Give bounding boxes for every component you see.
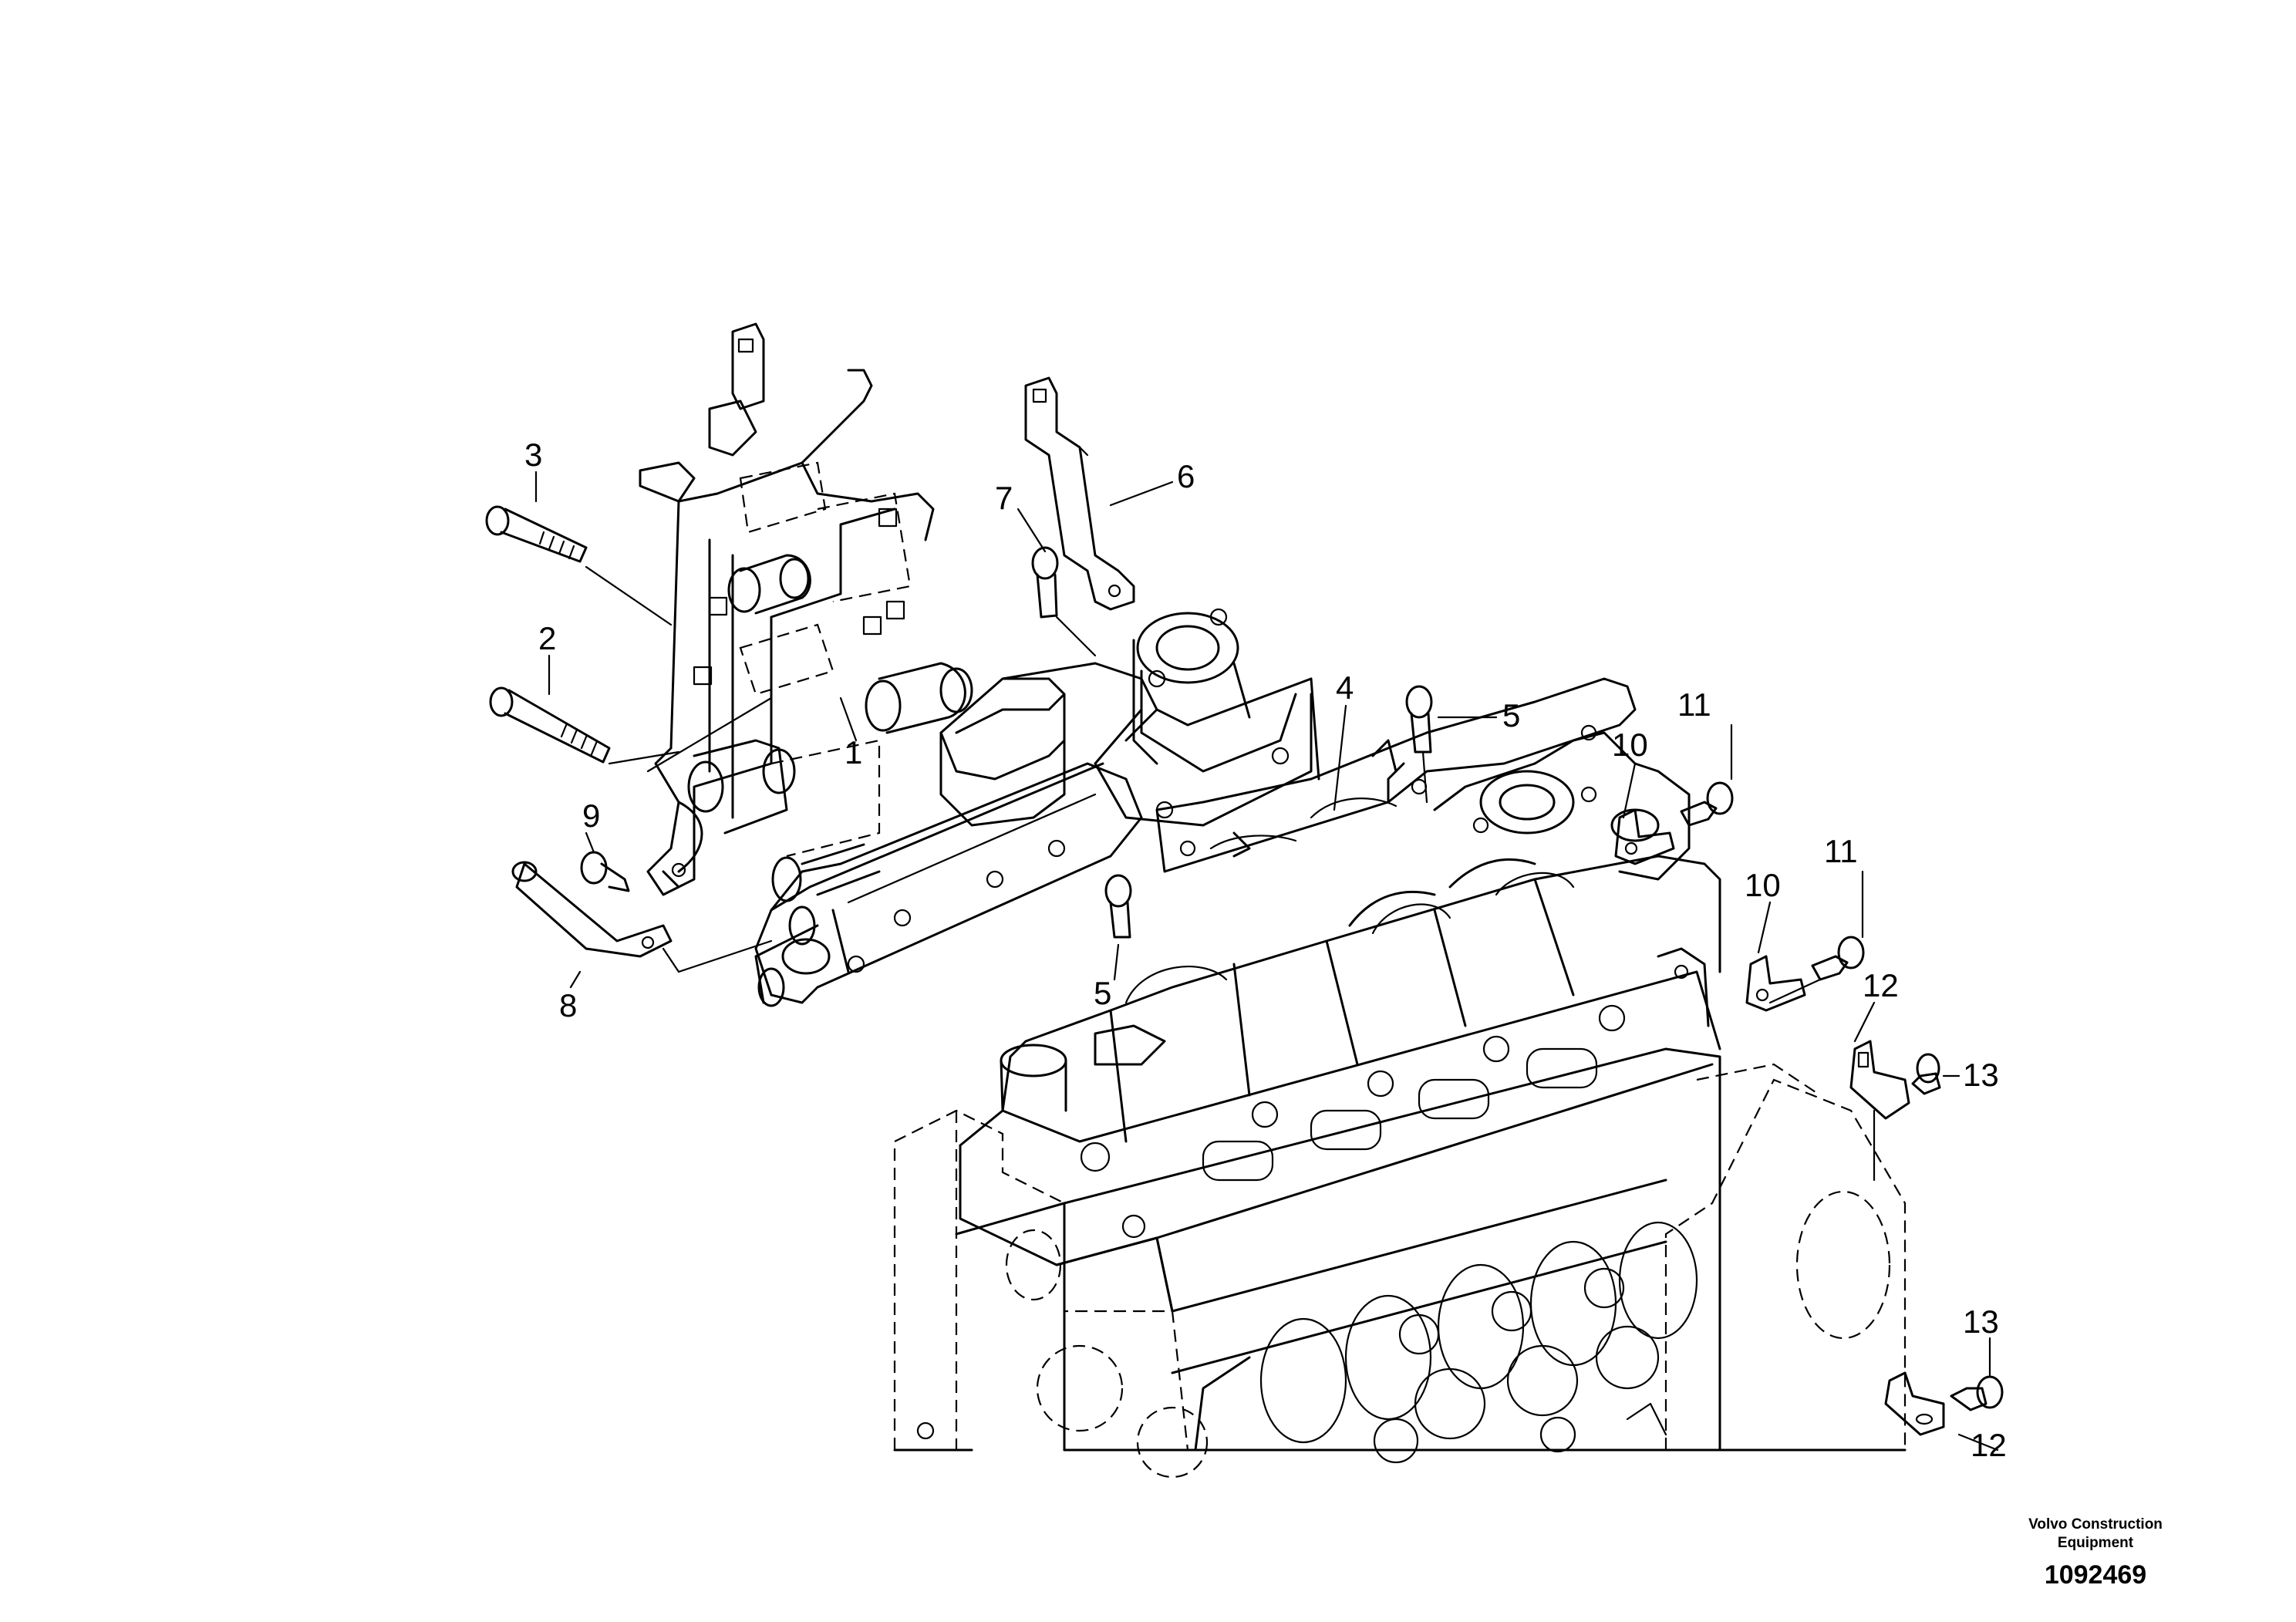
callout-4: 4 — [1336, 669, 1354, 706]
callout-labels: 1 2 3 4 5 5 6 7 8 9 10 10 11 11 12 12 13… — [524, 437, 2007, 1463]
callout-11-upper: 11 — [1677, 686, 1711, 723]
callout-3: 3 — [524, 437, 542, 473]
cylinder-head — [959, 855, 1721, 1313]
callout-10-upper: 10 — [1612, 727, 1648, 763]
callout-10-lower: 10 — [1745, 867, 1781, 903]
bolts — [485, 505, 1433, 958]
callout-7: 7 — [995, 480, 1013, 516]
bracket-6 — [1024, 376, 1135, 611]
drawing-number: 1092469 — [2044, 1560, 2147, 1590]
callout-5-upper: 5 — [1502, 697, 1520, 733]
callout-13-upper: 13 — [1963, 1057, 1999, 1093]
engine-block — [893, 1047, 1907, 1479]
manifold-gasket — [1155, 677, 1637, 873]
callout-6: 6 — [1177, 458, 1195, 494]
callout-13-lower: 13 — [1963, 1303, 1999, 1340]
exhaust-manifold — [939, 608, 1320, 827]
intake-manifold — [754, 762, 1143, 1007]
callout-8: 8 — [559, 987, 577, 1023]
callout-1: 1 — [845, 734, 862, 771]
callout-12-upper: 12 — [1863, 967, 1899, 1003]
exhaust-gasket — [1348, 731, 1691, 927]
brand-line-1: Volvo Construction — [2028, 1516, 2163, 1533]
brand-line-2: Equipment — [2057, 1535, 2134, 1551]
right-brackets — [1614, 781, 2004, 1436]
bracket-assembly — [639, 322, 973, 896]
callout-5-lower: 5 — [1094, 975, 1111, 1011]
water-outlet-housing — [1132, 639, 1158, 765]
drawing-footer: Volvo Construction Equipment 1092469 — [1895, 1516, 2296, 1590]
callout-12-lower: 12 — [1971, 1427, 2007, 1463]
callout-9: 9 — [582, 798, 600, 834]
callout-2: 2 — [538, 620, 556, 656]
callout-11-lower: 11 — [1824, 833, 1858, 869]
leader-lines — [534, 470, 1999, 1452]
